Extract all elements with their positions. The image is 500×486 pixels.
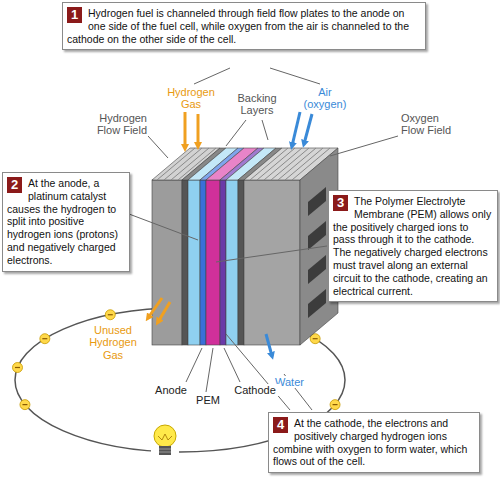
callout-text: At the anode, a platinum catalyst causes…: [7, 177, 118, 266]
cell-plate: [200, 180, 206, 345]
electron-sign: [313, 338, 318, 339]
cell-plate: [238, 180, 244, 345]
callout-box: 1Hydrogen fuel is channeled through fiel…: [62, 2, 426, 50]
callout-text: Hydrogen fuel is channeled through field…: [67, 7, 409, 45]
callout-box: 2At the anode, a platinum catalyst cause…: [2, 172, 130, 272]
flow-channel: [308, 221, 326, 250]
flow-groove: [285, 148, 323, 180]
part-label: Water: [274, 376, 316, 388]
part-label: Oxygen Flow Field: [400, 112, 460, 137]
callout-number: 2: [7, 177, 22, 193]
electron: [20, 400, 30, 410]
gas-arrows: [148, 112, 312, 356]
flow-groove: [292, 148, 330, 180]
electron-sign: [42, 338, 47, 339]
electron: [105, 310, 115, 320]
callout-number: 3: [333, 195, 348, 211]
part-label: Air (oxygen): [296, 86, 354, 111]
flow-channel: [308, 255, 326, 284]
electron: [330, 400, 340, 410]
flow-groove: [178, 148, 216, 180]
electron: [13, 362, 23, 372]
cell-plate: [220, 180, 226, 345]
part-label: Unused Hydrogen Gas: [82, 324, 144, 361]
electron: [40, 334, 50, 344]
fuel-cell-stack: [152, 148, 338, 345]
flow-channel: [308, 187, 326, 216]
part-label: Hydrogen Gas: [162, 86, 220, 111]
part-label: PEM: [192, 394, 224, 406]
electron-sign: [22, 404, 27, 405]
callout-box: 3The Polymer Electrolyte Membrane (PEM) …: [328, 190, 498, 302]
callout-number: 1: [67, 7, 82, 23]
part-label: Cathode: [230, 384, 280, 396]
cell-plate: [152, 180, 182, 345]
cell-plate: [188, 180, 200, 345]
callout-text: At the cathode, the electrons and positi…: [273, 417, 467, 467]
callout-number: 4: [273, 417, 288, 433]
electron-sign: [333, 404, 338, 405]
flow-groove: [171, 148, 209, 180]
cell-plate: [244, 180, 300, 345]
light-bulb: [151, 425, 179, 458]
cell-plate: [226, 180, 238, 345]
part-label: Backing Layers: [232, 92, 282, 117]
electron-sign: [15, 367, 20, 368]
electron-sign: [108, 314, 113, 315]
callout-text: The Polymer Electrolyte Membrane (PEM) a…: [333, 195, 491, 297]
part-label: Anode: [150, 384, 192, 396]
cell-plate: [182, 180, 188, 345]
flow-channel: [308, 289, 326, 318]
part-label: Hydrogen Flow Field: [86, 112, 148, 137]
callout-box: 4At the cathode, the electrons and posit…: [268, 412, 480, 473]
cell-plate: [206, 180, 220, 345]
